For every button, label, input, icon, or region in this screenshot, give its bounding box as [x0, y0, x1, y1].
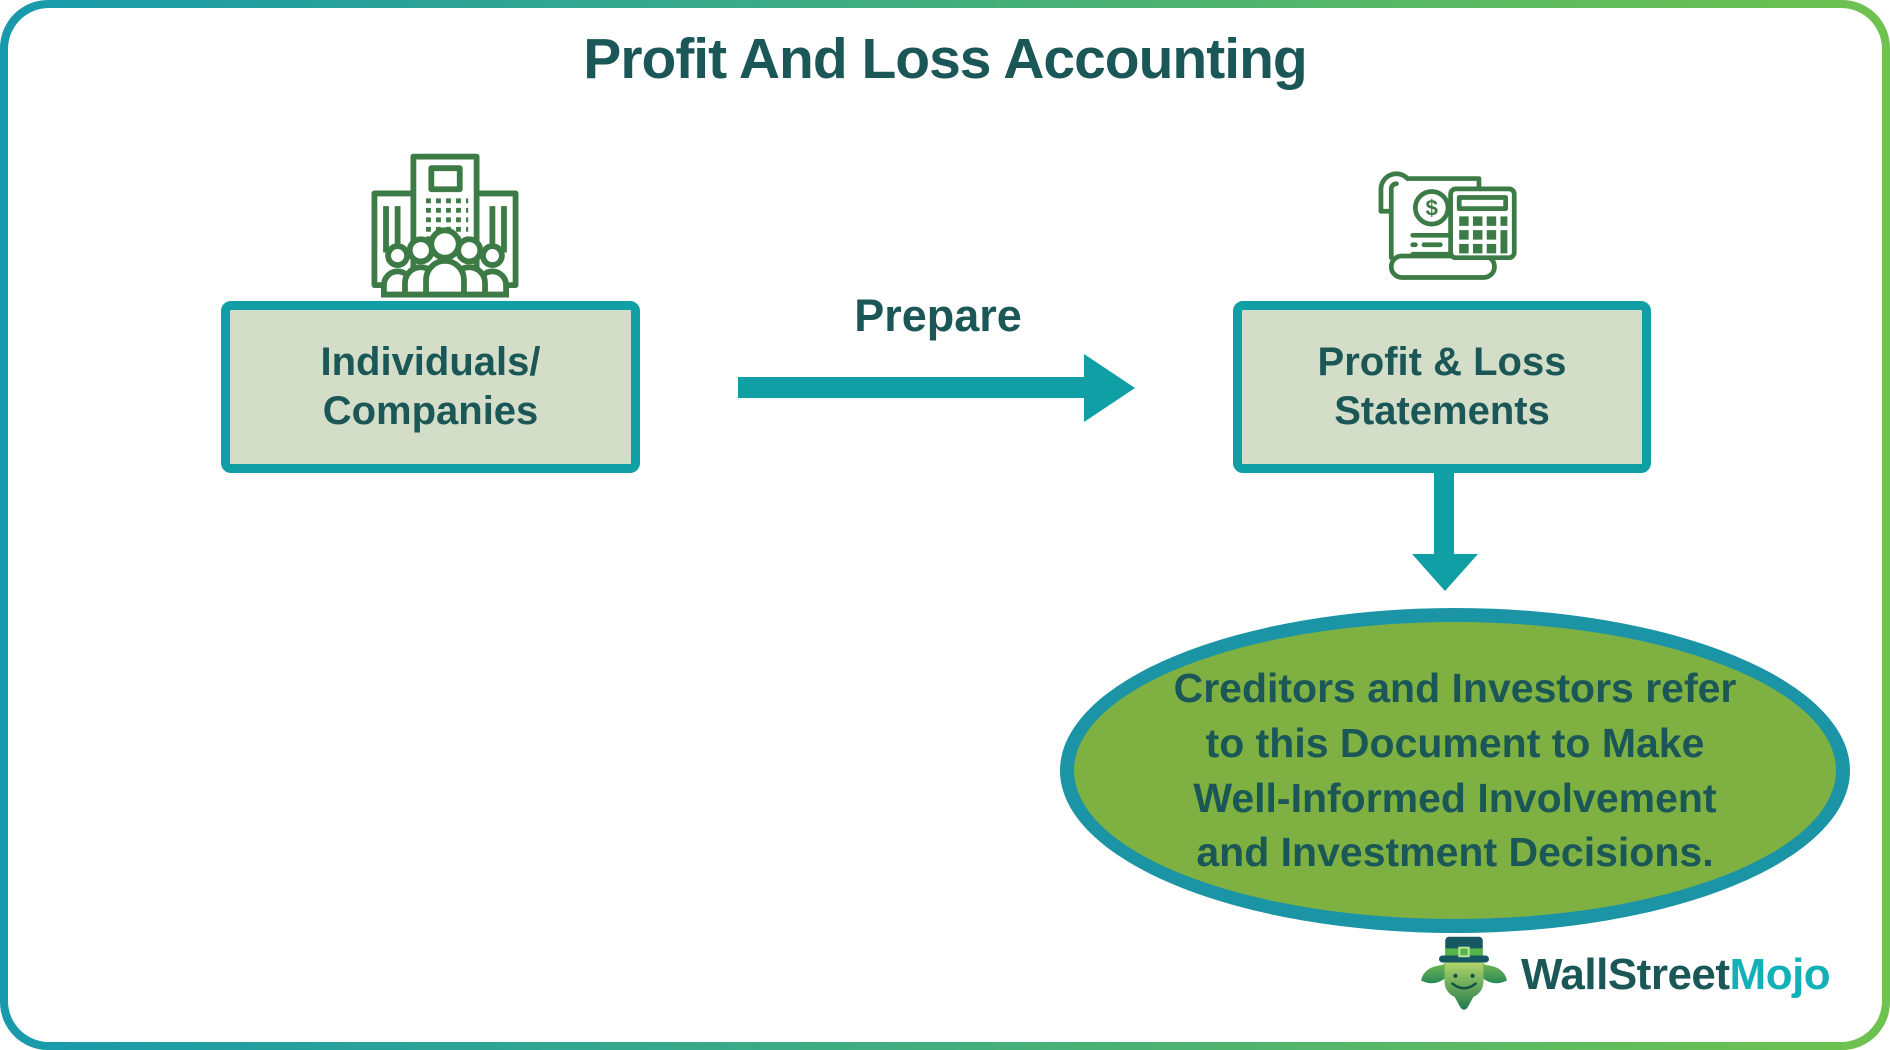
- scroll-curl: [1378, 171, 1410, 214]
- people-group: [381, 227, 509, 298]
- down-arrow: [1412, 470, 1478, 591]
- company-building-people-icon: [371, 153, 519, 298]
- receipt-calculator-icon: $: [1378, 171, 1517, 280]
- node-label-line: Profit & Loss: [1317, 340, 1567, 385]
- hat-brim: [1438, 955, 1490, 963]
- node-individuals-companies: Individuals/ Companies: [221, 301, 640, 473]
- node-profit-loss-statements: Profit & Loss Statements: [1233, 301, 1651, 473]
- left-arm: [1421, 955, 1450, 984]
- right-arm: [1478, 955, 1507, 984]
- bull-mascot-icon: [1421, 936, 1507, 1010]
- node-label-line: Statements: [1334, 389, 1550, 433]
- hat-band: [1445, 948, 1483, 956]
- node-label-line: Individuals/: [320, 340, 541, 385]
- down-arrowhead: [1412, 554, 1478, 591]
- wallstreetmojo-logo: WallStreetMojo: [1421, 930, 1831, 1020]
- dollar-circle: [1412, 189, 1451, 227]
- calculator-buttons: [1459, 216, 1508, 254]
- logo-wordmark: WallStreetMojo: [1521, 950, 1831, 1000]
- result-ellipse-text: Creditors and Investors refer to this Do…: [1174, 661, 1737, 879]
- ellipse-text-line: Creditors and Investors refer: [1173, 665, 1737, 712]
- hat-buckle: [1458, 946, 1470, 958]
- bull-smile: [1451, 982, 1477, 990]
- result-ellipse: Creditors and Investors refer to this Do…: [1060, 608, 1850, 933]
- calculator-display: [1456, 195, 1509, 212]
- node-label-line: Companies: [322, 389, 539, 433]
- ellipse-text-line: and Investment Decisions.: [1196, 829, 1714, 876]
- right-arrowhead: [1084, 354, 1135, 422]
- dollar-sign-glyph: $: [1425, 196, 1438, 221]
- scroll-base: [1388, 253, 1497, 280]
- ellipse-text-line: Well-Informed Involvement: [1193, 774, 1717, 821]
- bull-face: [1444, 960, 1484, 1010]
- ellipse-text-line: to this Document to Make: [1205, 719, 1705, 766]
- calculator-body: [1448, 186, 1517, 261]
- logo-wallstreet: WallStreet: [1521, 950, 1730, 999]
- page-title: Profit And Loss Accounting: [583, 27, 1307, 91]
- right-arrow: [738, 354, 1135, 422]
- arrow-label-prepare: Prepare: [854, 290, 1022, 341]
- logo-mojo: Mojo: [1729, 950, 1831, 999]
